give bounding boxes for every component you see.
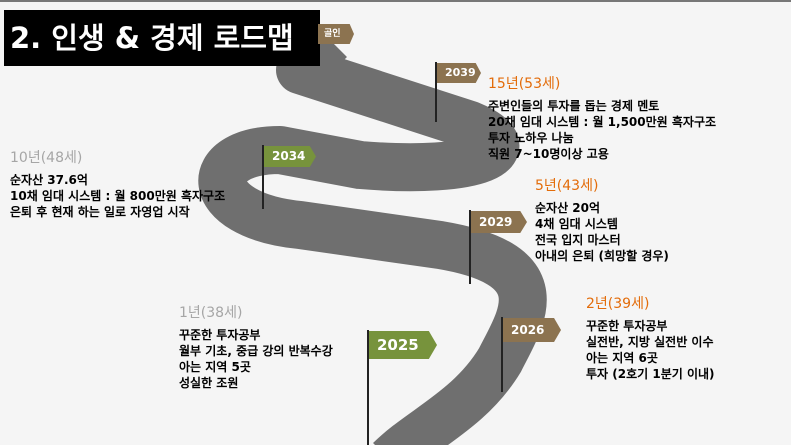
milestone-5-years: 5년(43세) 순자산 20억 4채 임대 시스템 전국 입지 마스터 아내의 … xyxy=(535,178,669,263)
page-title: 2. 인생 & 경제 로드맵 xyxy=(4,10,320,66)
milestone-1-year: 1년(38세) 꾸준한 투자공부 월부 기초, 중급 강의 반복수강 아는 지역… xyxy=(179,305,333,390)
milestone-15-years: 15년(53세) 주변인들의 투자를 돕는 경제 멘토 20채 임대 시스템 :… xyxy=(488,76,717,161)
flag-pole xyxy=(435,62,437,122)
flag-pole xyxy=(469,210,471,284)
milestone-2-years: 2년(39세) 꾸준한 투자공부 실전반, 지방 실전반 이수 아는 지역 6곳… xyxy=(586,296,715,381)
flag-pole xyxy=(501,317,503,392)
milestone-10-years: 10년(48세) 순자산 37.6억 10채 임대 시스템 : 월 800만원 … xyxy=(10,150,226,219)
flag-pole xyxy=(367,330,369,445)
flag-pole xyxy=(262,145,264,209)
road-path xyxy=(198,23,547,445)
top-border xyxy=(0,0,791,2)
